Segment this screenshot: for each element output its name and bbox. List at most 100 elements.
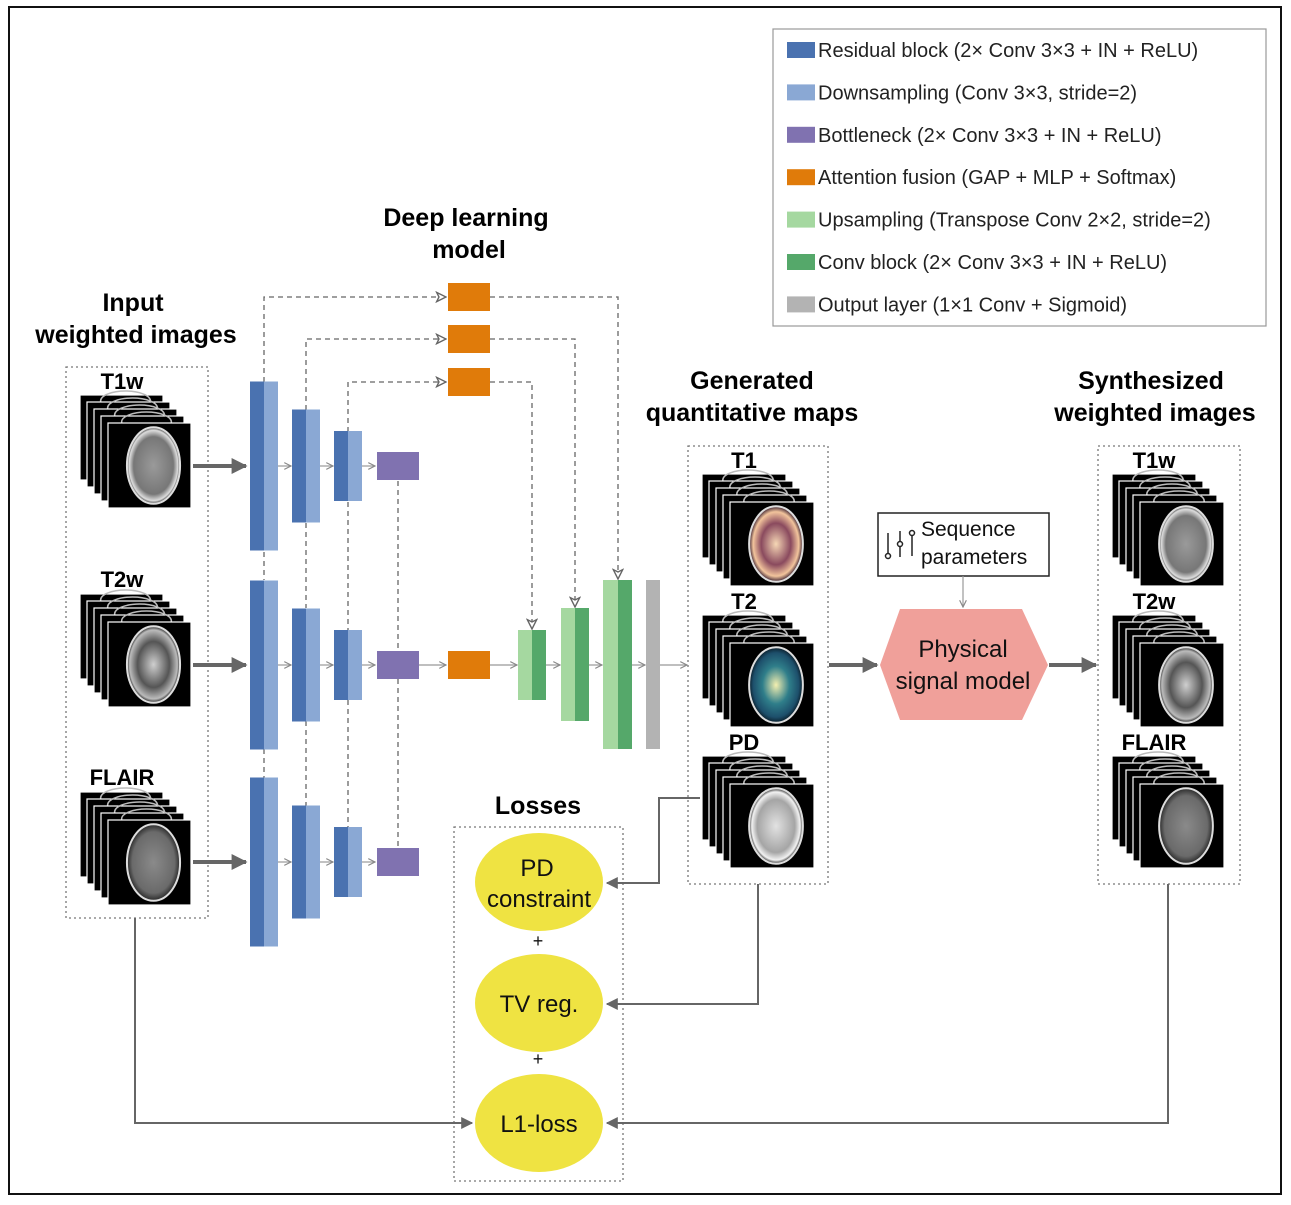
maps-box — [687, 445, 829, 885]
skip-line-level3-out — [490, 381, 532, 629]
brain-slice — [126, 427, 181, 504]
loss-l1-label: L1-loss — [500, 1111, 577, 1138]
decoder — [518, 580, 660, 749]
encoder-branch-t1w — [250, 381, 419, 551]
legend-label: Downsampling (Conv 3×3, stride=2) — [818, 82, 1137, 104]
brain-slice — [749, 788, 803, 864]
bottleneck-block[interactable] — [377, 452, 419, 480]
legend-item-attention: Attention fusion (GAP + MLP + Softmax) — [787, 167, 1176, 189]
legend-swatch — [787, 211, 815, 228]
attention-blocks — [448, 283, 490, 679]
downsampling-block-3[interactable] — [348, 431, 362, 501]
input-stack-flair — [79, 787, 192, 906]
residual-block-2[interactable] — [292, 409, 306, 523]
downsampling-block-1[interactable] — [264, 580, 278, 750]
bottleneck-block[interactable] — [377, 848, 419, 876]
input-stack-t1w — [79, 390, 192, 509]
skip-line-level1 — [263, 297, 446, 382]
maps-label-pd: PD — [729, 730, 760, 755]
input-title-line1: Input — [102, 289, 164, 317]
sequence-label-line2: parameters — [921, 546, 1027, 569]
synth-stack-t1w — [1111, 469, 1225, 587]
bottleneck-block[interactable] — [377, 651, 419, 679]
residual-block-1[interactable] — [250, 580, 264, 750]
loss-tv-reg[interactable]: TV reg. — [475, 954, 603, 1052]
input-arrows — [193, 458, 1098, 870]
physical-signal-model[interactable]: Physical signal model — [880, 609, 1048, 720]
physical-label-line2: signal model — [896, 668, 1031, 695]
brain-slice — [1159, 788, 1213, 864]
legend-box — [772, 28, 1267, 327]
conv-block-1[interactable] — [532, 630, 546, 700]
legend: Residual block (2× Conv 3×3 + IN + ReLU)… — [772, 28, 1267, 327]
legend-swatch — [787, 84, 815, 101]
downsampling-block-2[interactable] — [306, 805, 320, 919]
brain-slice — [749, 647, 803, 723]
skip-line-level1-out — [490, 296, 618, 579]
maps-title-line1: Generated — [690, 367, 814, 395]
attention-block-bottleneck[interactable] — [448, 651, 490, 679]
loss-tv-label: TV reg. — [500, 991, 579, 1018]
output-layer-block[interactable] — [646, 580, 660, 749]
losses-title: Losses — [495, 792, 581, 820]
loss-pd-line2: constraint — [487, 886, 591, 913]
legend-item-downsampling: Downsampling (Conv 3×3, stride=2) — [787, 82, 1137, 104]
residual-block-2[interactable] — [292, 608, 306, 722]
legend-label: Upsampling (Transpose Conv 2×2, stride=2… — [818, 210, 1211, 232]
residual-block-3[interactable] — [334, 827, 348, 897]
maps-title-line2: quantitative maps — [646, 399, 859, 427]
downsampling-block-3[interactable] — [348, 630, 362, 700]
legend-item-output: Output layer (1×1 Conv + Sigmoid) — [787, 294, 1127, 316]
maps-label-t2: T2 — [731, 589, 757, 614]
downsampling-block-2[interactable] — [306, 409, 320, 523]
maps-to-tv-line — [605, 884, 759, 1010]
downsampling-block-2[interactable] — [306, 608, 320, 722]
downsampling-block-1[interactable] — [264, 777, 278, 947]
synth-label-t2w: T2w — [1133, 589, 1177, 614]
conv-block-3[interactable] — [618, 580, 632, 749]
residual-block-3[interactable] — [334, 431, 348, 501]
synth-title-line1: Synthesized — [1078, 367, 1224, 395]
skip-line-level3 — [347, 382, 446, 432]
synth-label-t1w: T1w — [1133, 448, 1177, 473]
input-label-t1w: T1w — [101, 369, 145, 394]
input-title-line2: weighted images — [34, 321, 236, 349]
legend-label: Output layer (1×1 Conv + Sigmoid) — [818, 294, 1127, 316]
synth-stack-t2w — [1111, 610, 1225, 728]
sequence-parameters-box[interactable]: Sequence parameters — [877, 512, 1050, 577]
upsampling-block-3[interactable] — [603, 580, 618, 749]
synth-label-flair: FLAIR — [1122, 730, 1187, 755]
attention-block-level2[interactable] — [448, 325, 490, 353]
legend-label: Bottleneck (2× Conv 3×3 + IN + ReLU) — [818, 125, 1162, 147]
legend-swatch — [787, 42, 815, 58]
residual-block-1[interactable] — [250, 777, 264, 947]
upsampling-block-1[interactable] — [518, 630, 532, 700]
skip-line-level2 — [305, 339, 446, 410]
attention-block-level1[interactable] — [448, 283, 490, 311]
input-label-flair: FLAIR — [90, 765, 155, 790]
encoder-branch-flair — [250, 777, 419, 947]
residual-block-1[interactable] — [250, 381, 264, 551]
physical-label-line1: Physical — [918, 636, 1007, 663]
downsampling-block-3[interactable] — [348, 827, 362, 897]
legend-swatch — [787, 126, 815, 143]
conv-block-2[interactable] — [575, 608, 589, 721]
brain-slice — [1159, 647, 1213, 723]
loss-pd-constraint[interactable]: PD constraint — [475, 833, 603, 931]
plus-operator: + — [533, 1049, 544, 1069]
residual-block-2[interactable] — [292, 805, 306, 919]
brain-slice — [749, 506, 803, 582]
legend-label: Conv block (2× Conv 3×3 + IN + ReLU) — [818, 252, 1167, 274]
legend-label: Attention fusion (GAP + MLP + Softmax) — [818, 167, 1176, 189]
synth-to-l1-line — [605, 884, 1169, 1129]
attention-block-level3[interactable] — [448, 368, 490, 396]
legend-item-upsampling: Upsampling (Transpose Conv 2×2, stride=2… — [787, 210, 1211, 232]
downsampling-block-1[interactable] — [264, 381, 278, 551]
maps-stack-t2 — [701, 610, 815, 728]
input-label-t2w: T2w — [101, 567, 145, 592]
sequence-label-line1: Sequence — [921, 518, 1016, 541]
residual-block-3[interactable] — [334, 630, 348, 700]
loss-l1[interactable]: L1-loss — [475, 1074, 603, 1172]
upsampling-block-2[interactable] — [561, 608, 575, 721]
